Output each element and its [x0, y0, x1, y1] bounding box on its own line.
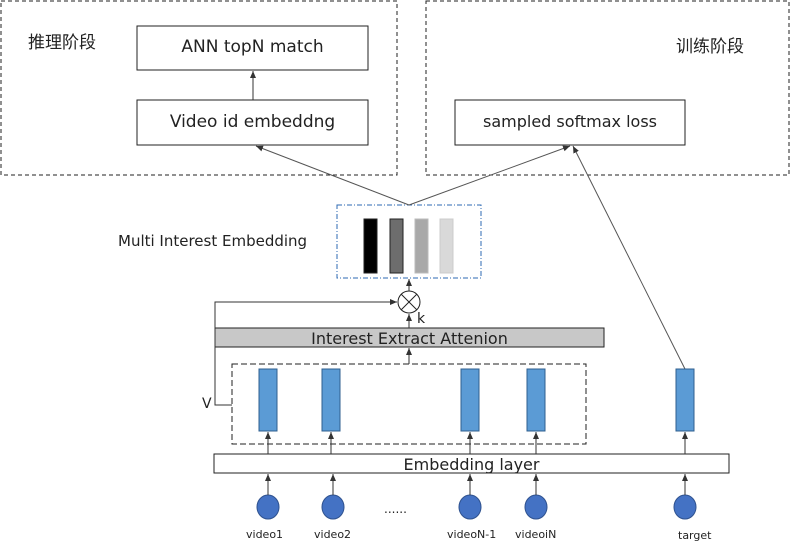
multi-interest-label: Multi Interest Embedding — [118, 232, 308, 250]
input-ellipsis: ...... — [384, 502, 407, 516]
softmax-loss-box — [454, 99, 686, 146]
inference-panel — [0, 0, 398, 176]
input-node-video1 — [256, 494, 280, 520]
arrow-mi-to-video-embedding — [255, 145, 410, 206]
interest-bar-1 — [363, 218, 378, 274]
interest-bar-4 — [439, 218, 454, 274]
input-label-target: target — [678, 529, 712, 542]
multiply-cross-b — [400, 293, 418, 311]
input-label-video2: video2 — [314, 528, 352, 541]
arrow-target-to-softmax — [572, 145, 686, 370]
inference-panel-title: 推理阶段 — [28, 33, 96, 53]
embedding-layer-bar — [213, 453, 730, 474]
embedding-bar-video2 — [321, 368, 341, 432]
training-panel — [425, 0, 790, 176]
input-node-video2 — [321, 494, 345, 520]
input-node-target — [673, 494, 697, 520]
attention-label: Interest Extract Attenion — [311, 329, 508, 348]
v-path — [214, 299, 397, 406]
embedding-bar-video1 — [258, 368, 278, 432]
input-label-videoiN: videoiN — [515, 528, 557, 541]
v-label: V — [202, 396, 212, 412]
arrow-mi-to-softmax — [408, 145, 571, 206]
interest-bar-3 — [414, 218, 429, 274]
embedding-bar-videoN-1 — [460, 368, 480, 432]
embedding-bar-target — [675, 368, 695, 432]
input-label-videoN-1: videoN-1 — [447, 528, 497, 541]
training-panel-title: 训练阶段 — [676, 37, 744, 57]
softmax-loss-label: sampled softmax loss — [482, 112, 657, 131]
interest-bar-2 — [389, 218, 404, 274]
embedding-bar-videoiN — [526, 368, 546, 432]
input-node-videoiN — [524, 494, 548, 520]
ann-topn-box — [136, 25, 369, 71]
multi-interest-box — [336, 204, 482, 279]
embedding-layer-label: Embedding layer — [403, 455, 540, 474]
video-id-embedding-label: Video id embeddng — [169, 112, 336, 132]
ann-topn-label: ANN topN match — [181, 37, 324, 57]
video-id-embedding-box — [136, 99, 369, 146]
input-node-videoN-1 — [458, 494, 482, 520]
input-label-video1: video1 — [246, 528, 284, 541]
k-label: k — [417, 311, 426, 327]
